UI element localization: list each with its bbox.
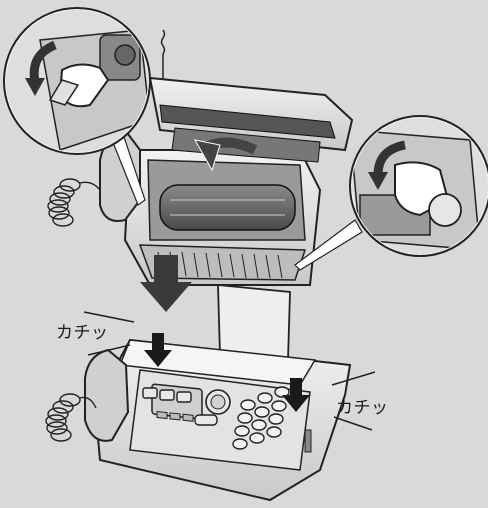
coiled-cord: [48, 179, 100, 226]
click-sound-label-left: カチッ: [56, 318, 109, 343]
click-sound-label-right: カチッ: [336, 393, 389, 418]
zoom-callout-left: [0, 0, 160, 205]
